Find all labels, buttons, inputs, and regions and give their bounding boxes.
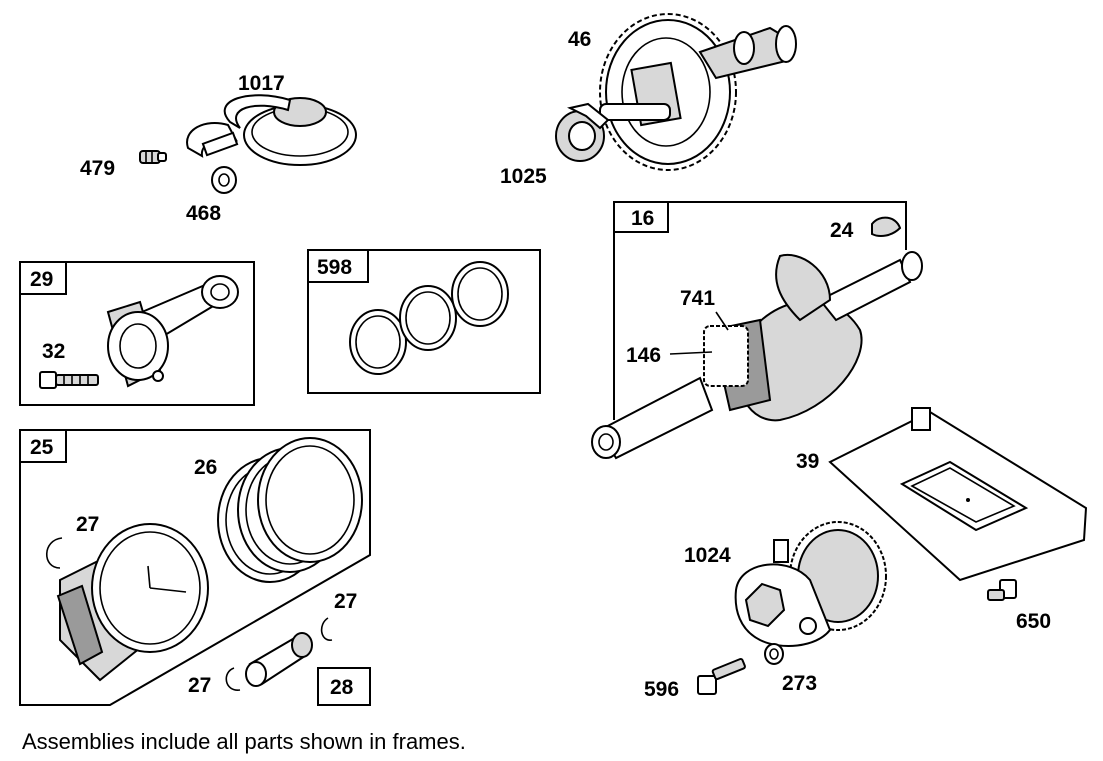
part-468-drawing [211,166,237,194]
part-24-drawing [871,216,902,237]
label-24: 24 [830,219,854,242]
leader-741 [715,311,729,331]
part-1017-drawing [186,94,357,166]
part-27-a-drawing [46,537,63,569]
part-479-drawing [139,150,167,164]
label-39: 39 [796,450,819,473]
part-26-drawing [217,437,363,583]
label-25: 25 [30,436,54,459]
part-39-drawing [828,407,1088,582]
label-46: 46 [568,28,591,51]
label-27-b: 27 [334,590,357,613]
label-273: 273 [782,672,817,695]
part-273-drawing [764,643,784,665]
label-32: 32 [42,340,65,363]
part-1025-drawing [555,102,610,162]
label-596: 596 [644,678,679,701]
frame-598 [307,249,541,394]
part-598-drawing [349,261,509,375]
label-27-a: 27 [76,513,99,536]
label-1024: 1024 [684,544,731,567]
label-741: 741 [680,287,715,310]
part-25-piston-drawing [56,523,209,682]
part-1024-drawing [734,521,887,647]
label-468: 468 [186,202,221,225]
assembly-note: Assemblies include all parts shown in fr… [22,729,466,754]
part-27-c-drawing [225,667,241,691]
part-596-drawing [697,657,746,695]
label-26: 26 [194,456,217,479]
label-1025: 1025 [500,165,547,188]
frame-25 [19,429,371,706]
frame-25-tag [19,429,67,463]
part-650-drawing [987,579,1017,601]
label-29: 29 [30,268,53,291]
part-32-drawing [39,371,99,389]
label-1017: 1017 [238,72,285,95]
part-29-drawing [106,275,239,388]
frame-598-tag [307,249,369,283]
frame-16 [614,201,907,250]
frame-29-tag [19,261,67,295]
frame-28-tag [317,667,371,706]
frame-16-tag [613,201,669,233]
label-146: 146 [626,344,661,367]
label-598: 598 [317,256,352,279]
part-46-drawing [599,13,797,171]
label-28: 28 [330,676,354,699]
label-479: 479 [80,157,115,180]
label-27-c: 27 [188,674,211,697]
leader-146 [669,351,713,355]
part-28-pin-drawing [245,632,313,687]
frame-29 [19,261,255,406]
label-650: 650 [1016,610,1051,633]
part-27-b-drawing [320,617,333,641]
label-16: 16 [631,207,654,230]
part-16-crankshaft-drawing [591,251,923,460]
